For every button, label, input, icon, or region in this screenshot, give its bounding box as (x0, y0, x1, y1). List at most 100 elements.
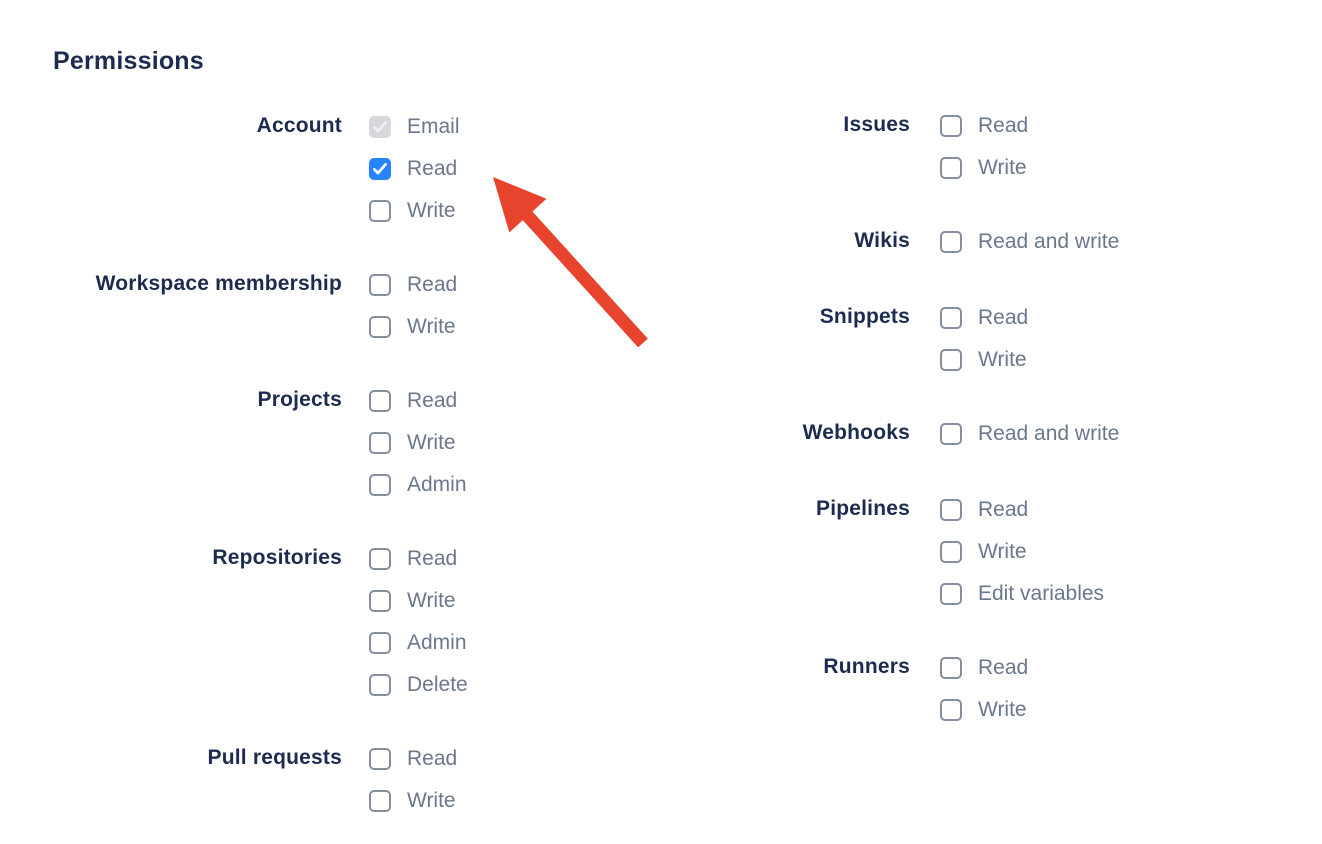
row-pipelines-write: Write (940, 540, 1104, 563)
section-items: Read Write Admin Delete (369, 547, 468, 696)
checkbox-pipelines-write[interactable] (940, 541, 962, 563)
section-label-snippets: Snippets (819, 305, 910, 328)
checkbox-label-pipelines-write[interactable]: Write (978, 540, 1027, 563)
checkbox-label-repositories-delete[interactable]: Delete (407, 673, 468, 696)
checkbox-pull-requests-read[interactable] (369, 748, 391, 770)
row-runners-read: Read (940, 656, 1029, 679)
checkbox-repositories-write[interactable] (369, 590, 391, 612)
checkbox-projects-write[interactable] (369, 432, 391, 454)
checkbox-label-pull-requests-write[interactable]: Write (407, 789, 456, 812)
section-webhooks: Webhooks Read and write (760, 421, 1120, 447)
section-label-webhooks: Webhooks (802, 421, 910, 444)
section-label-pull-requests: Pull requests (207, 746, 342, 769)
checkbox-label-runners-read[interactable]: Read (978, 656, 1029, 679)
row-projects-admin: Admin (369, 473, 467, 496)
section-pull-requests: Pull requests Read Write (53, 746, 468, 812)
checkbox-label-projects-read[interactable]: Read (407, 389, 458, 412)
checkbox-label-projects-write[interactable]: Write (407, 431, 456, 454)
row-account-email: Email (369, 115, 460, 138)
section-pipelines: Pipelines Read Write Edit variables (760, 497, 1119, 605)
section-items: Read and write (940, 230, 1120, 253)
checkbox-label-account-email: Email (407, 115, 460, 138)
row-pipelines-read: Read (940, 498, 1104, 521)
checkbox-label-projects-admin[interactable]: Admin (407, 473, 467, 496)
checkbox-issues-write[interactable] (940, 157, 962, 179)
checkbox-snippets-write[interactable] (940, 349, 962, 371)
section-items: Read Write (369, 273, 458, 338)
checkbox-pipelines-read[interactable] (940, 499, 962, 521)
row-projects-write: Write (369, 431, 467, 454)
section-wikis: Wikis Read and write (760, 229, 1120, 255)
row-issues-read: Read (940, 114, 1029, 137)
row-repositories-admin: Admin (369, 631, 468, 654)
section-label-pipelines: Pipelines (815, 497, 910, 520)
checkbox-account-write[interactable] (369, 200, 391, 222)
checkbox-workspace-write[interactable] (369, 316, 391, 338)
section-items: Read Write Admin (369, 389, 467, 496)
checkbox-projects-admin[interactable] (369, 474, 391, 496)
permissions-column-right: Issues Read Write Wikis Read and write (760, 113, 1120, 721)
section-label-repositories: Repositories (212, 546, 342, 569)
row-account-read: Read (369, 157, 460, 180)
row-webhooks-read-and-write: Read and write (940, 422, 1120, 445)
checkbox-label-repositories-write[interactable]: Write (407, 589, 456, 612)
section-repositories: Repositories Read Write Admin Delete (53, 546, 468, 696)
checkbox-issues-read[interactable] (940, 115, 962, 137)
row-pull-requests-write: Write (369, 789, 457, 812)
checkbox-repositories-delete[interactable] (369, 674, 391, 696)
checkbox-label-account-read[interactable]: Read (407, 157, 458, 180)
section-account: Account Email Read Write (53, 114, 468, 222)
checkbox-label-wikis-read-and-write[interactable]: Read and write (978, 230, 1120, 253)
checkbox-label-webhooks-read-and-write[interactable]: Read and write (978, 422, 1120, 445)
section-items: Read Write (940, 114, 1029, 179)
checkbox-projects-read[interactable] (369, 390, 391, 412)
checkbox-label-account-write[interactable]: Write (407, 199, 456, 222)
checkbox-repositories-admin[interactable] (369, 632, 391, 654)
checkbox-repositories-read[interactable] (369, 548, 391, 570)
section-runners: Runners Read Write (760, 655, 1119, 721)
section-items: Read Write (940, 656, 1029, 721)
section-label-wikis: Wikis (854, 229, 910, 252)
checkbox-account-email (369, 116, 391, 138)
checkbox-label-runners-write[interactable]: Write (978, 698, 1027, 721)
row-repositories-read: Read (369, 547, 468, 570)
checkbox-account-read[interactable] (369, 158, 391, 180)
annotation-arrow-icon (493, 177, 648, 348)
checkbox-label-pull-requests-read[interactable]: Read (407, 747, 458, 770)
checkbox-label-pipelines-read[interactable]: Read (978, 498, 1029, 521)
checkbox-label-issues-read[interactable]: Read (978, 114, 1029, 137)
section-label-issues: Issues (843, 113, 910, 136)
checkbox-pipelines-edit-variables[interactable] (940, 583, 962, 605)
section-items: Read and write (940, 422, 1120, 445)
page-title: Permissions (53, 47, 204, 75)
checkbox-label-repositories-read[interactable]: Read (407, 547, 458, 570)
checkbox-label-repositories-admin[interactable]: Admin (407, 631, 467, 654)
row-workspace-write: Write (369, 315, 457, 338)
checkbox-label-snippets-write[interactable]: Write (978, 348, 1027, 371)
checkbox-webhooks-read-and-write[interactable] (940, 423, 962, 445)
section-label-workspace-membership: Workspace membership (95, 272, 342, 295)
section-projects: Projects Read Write Admin (53, 388, 468, 496)
checkbox-wikis-read-and-write[interactable] (940, 231, 962, 253)
section-items: Read Write (940, 306, 1029, 371)
checkbox-label-pipelines-edit-variables[interactable]: Edit variables (978, 582, 1105, 605)
checkbox-snippets-read[interactable] (940, 307, 962, 329)
checkbox-runners-write[interactable] (940, 699, 962, 721)
row-wikis-read-and-write: Read and write (940, 230, 1120, 253)
checkbox-label-workspace-read[interactable]: Read (407, 273, 458, 296)
checkbox-label-issues-write[interactable]: Write (978, 156, 1027, 179)
row-repositories-write: Write (369, 589, 468, 612)
section-items: Read Write Edit variables (940, 498, 1105, 605)
checkbox-workspace-read[interactable] (369, 274, 391, 296)
row-projects-read: Read (369, 389, 467, 412)
row-runners-write: Write (940, 698, 1028, 721)
checkbox-label-workspace-write[interactable]: Write (407, 315, 456, 338)
checkbox-pull-requests-write[interactable] (369, 790, 391, 812)
section-items: Read Write (369, 747, 458, 812)
section-workspace-membership: Workspace membership Read Write (53, 272, 468, 338)
checkbox-label-snippets-read[interactable]: Read (978, 306, 1029, 329)
checkbox-runners-read[interactable] (940, 657, 962, 679)
section-label-account: Account (256, 114, 342, 137)
section-items: Email Read Write (369, 115, 460, 222)
